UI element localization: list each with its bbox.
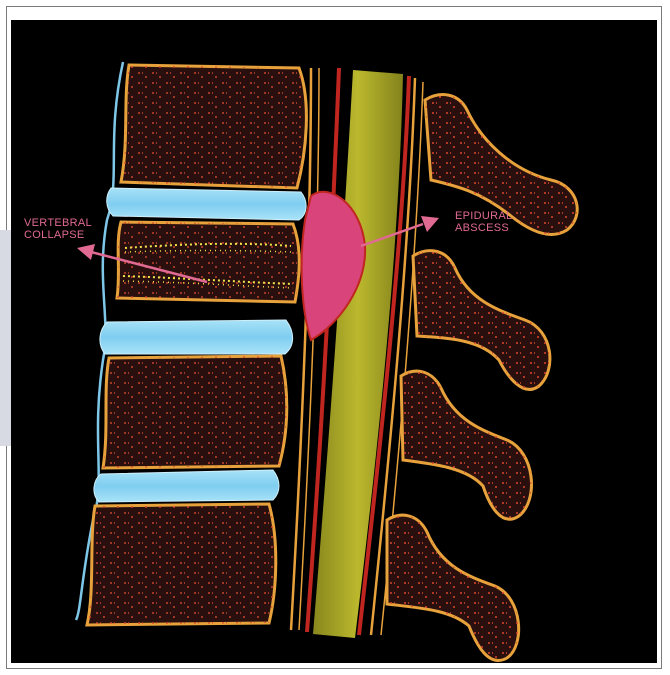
- spinous-process-3: [401, 371, 532, 519]
- spine-diagram: [11, 20, 657, 663]
- label-epidural-abscess: EPIDURAL ABSCESS: [455, 210, 512, 234]
- intervertebral-disc-1: [107, 188, 306, 220]
- label-vertebral-collapse: VERTEBRAL COLLAPSE: [24, 217, 92, 241]
- intervertebral-disc-3: [94, 470, 279, 502]
- vertebral-body-3: [103, 356, 287, 468]
- spinous-process-2: [413, 251, 550, 390]
- collapsed-vertebral-body: [117, 222, 299, 302]
- intervertebral-disc-2: [100, 320, 293, 354]
- vertebral-body-4: [87, 504, 276, 625]
- left-edge-strip: [0, 230, 11, 446]
- spine-illustration-panel: VERTEBRAL COLLAPSE EPIDURAL ABSCESS: [11, 20, 657, 663]
- spinous-process-4: [387, 515, 519, 660]
- vertebral-body-1: [121, 65, 306, 188]
